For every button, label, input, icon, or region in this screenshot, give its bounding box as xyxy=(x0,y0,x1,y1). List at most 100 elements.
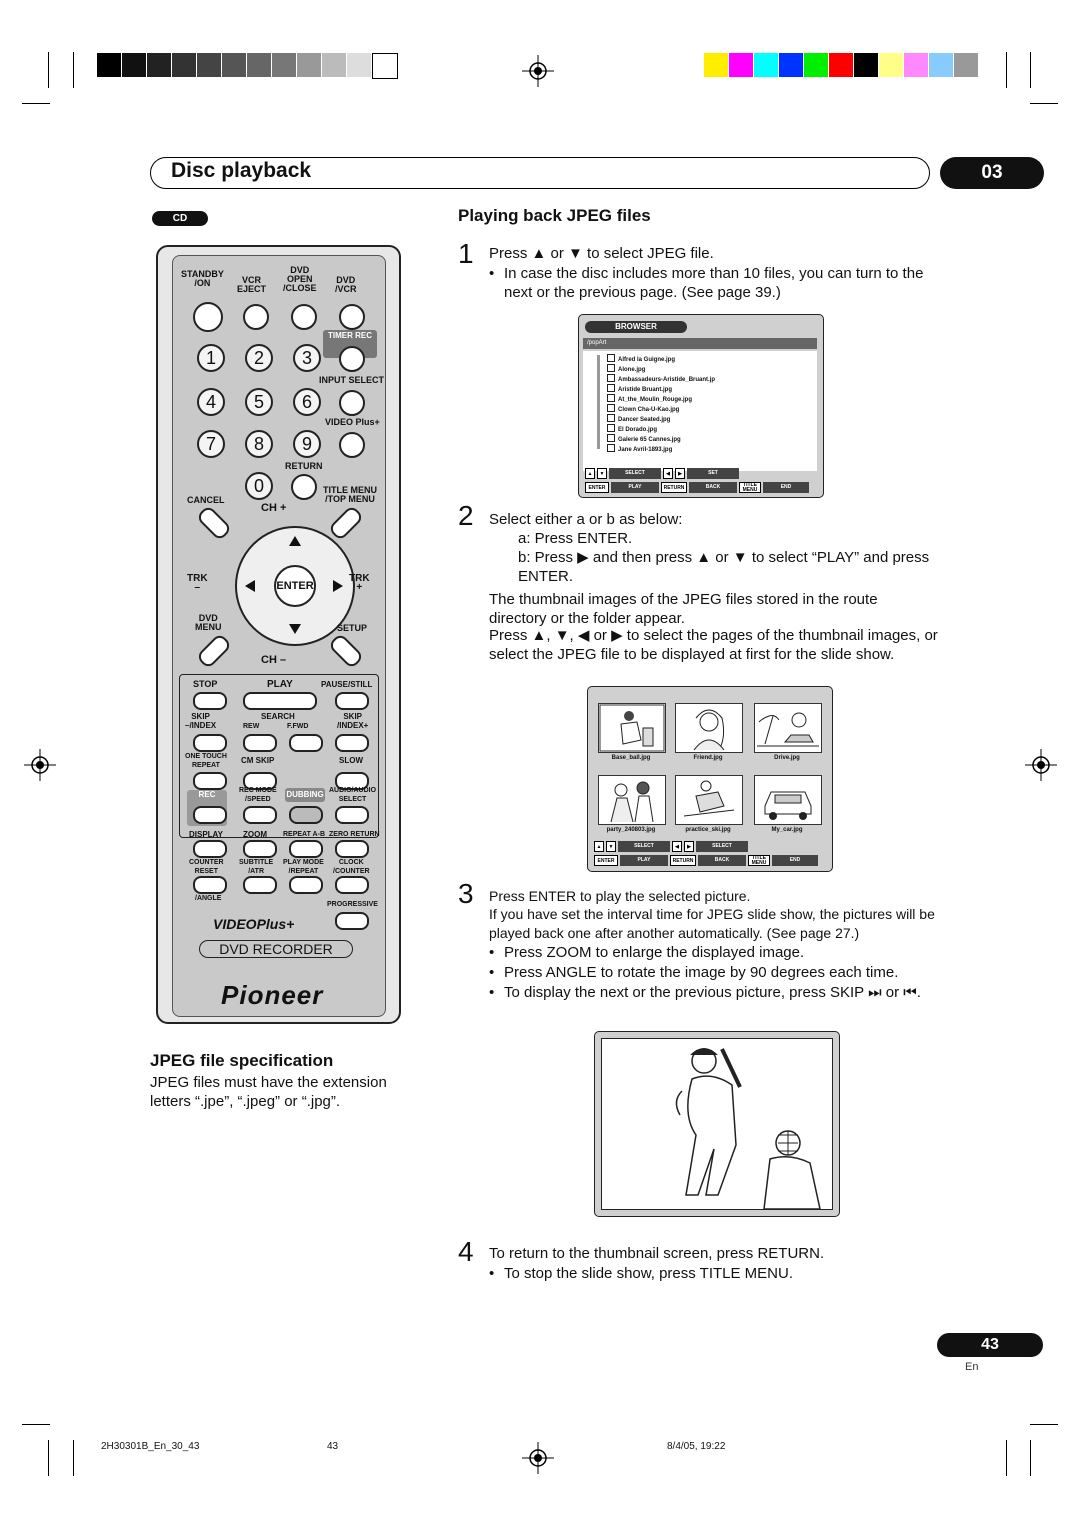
dvd-vcr-label: DVD /VCR xyxy=(335,275,357,294)
subtitle-button[interactable] xyxy=(243,876,277,894)
ffwd-label: F.FWD xyxy=(287,723,309,730)
dvd-vcr-button[interactable] xyxy=(339,304,365,330)
input-select-button[interactable] xyxy=(339,390,365,416)
file-item[interactable]: El Dorado.jpg xyxy=(607,424,657,433)
up-arrow-button[interactable] xyxy=(289,536,301,546)
number-9-button[interactable]: 9 xyxy=(293,430,321,458)
thumbnail-controls-row2: ENTER PLAY RETURN BACK TITLE MENU END xyxy=(594,855,818,866)
number-0-button[interactable]: 0 xyxy=(245,472,273,500)
file-item[interactable]: Galerie 65 Cannes.jpg xyxy=(607,434,681,443)
title-menu-button[interactable] xyxy=(327,504,365,542)
left-icon: ◀ xyxy=(663,468,673,479)
setup-button[interactable] xyxy=(327,632,365,670)
dubbing-button[interactable] xyxy=(289,806,323,824)
play-key: PLAY xyxy=(620,855,668,866)
number-3-button[interactable]: 3 xyxy=(293,344,321,372)
crop-mark xyxy=(73,1440,74,1476)
skip-minus-label: SKIP –/INDEX xyxy=(185,712,217,730)
display-button[interactable] xyxy=(193,840,227,858)
stop-button[interactable] xyxy=(193,692,227,710)
audio-select-button[interactable] xyxy=(335,806,369,824)
bullet: • xyxy=(489,265,495,282)
rec-button[interactable] xyxy=(193,806,227,824)
crosshair-icon xyxy=(522,55,554,87)
dvd-open-button[interactable] xyxy=(291,304,317,330)
left-arrow-button[interactable] xyxy=(245,580,255,592)
zero-return-label: ZERO RETURN xyxy=(329,831,380,838)
cm-skip-label: CM SKIP xyxy=(241,756,275,765)
one-touch-label: ONE TOUCH REPEAT xyxy=(185,753,227,769)
right-arrow-button[interactable] xyxy=(333,580,343,592)
zero-return-button[interactable] xyxy=(335,840,369,858)
file-item[interactable]: Aristide Bruant.jpg xyxy=(607,384,672,393)
repeat-ab-button[interactable] xyxy=(289,840,323,858)
title-menu-key: TITLE MENU xyxy=(739,482,761,493)
file-item[interactable]: Clown Cha-U-Kao.jpg xyxy=(607,404,679,413)
return-button[interactable] xyxy=(291,474,317,500)
down-arrow-button[interactable] xyxy=(289,624,301,634)
file-item[interactable]: At_the_Moulin_Rouge.jpg xyxy=(607,394,692,403)
scrollbar[interactable] xyxy=(597,355,600,449)
rec-mode-button[interactable] xyxy=(243,806,277,824)
number-7-button[interactable]: 7 xyxy=(197,430,225,458)
step2-option-b: b: Press ▶ and then press ▲ or ▼ to sele… xyxy=(518,549,930,585)
play-mode-button[interactable] xyxy=(289,876,323,894)
one-touch-repeat-button[interactable] xyxy=(193,772,227,790)
vcr-eject-button[interactable] xyxy=(243,304,269,330)
skip-forward-button[interactable] xyxy=(335,734,369,752)
file-item[interactable]: Jane Avril-1893.jpg xyxy=(607,444,672,453)
crosshair-icon xyxy=(24,749,56,781)
select-key: SELECT xyxy=(618,841,670,852)
number-2-button[interactable]: 2 xyxy=(245,344,273,372)
direction-pad: ENTER xyxy=(235,526,355,646)
pause-button[interactable] xyxy=(335,692,369,710)
cd-badge: CD xyxy=(152,211,208,226)
cancel-button[interactable] xyxy=(195,504,233,542)
file-item[interactable]: Dancer Seated.jpg xyxy=(607,414,670,423)
end-key: END xyxy=(772,855,818,866)
browser-controls-row2: ENTER PLAY RETURN BACK TITLE MENU END xyxy=(585,482,809,493)
thumbnail-my-car[interactable] xyxy=(754,775,822,825)
power-button[interactable] xyxy=(193,302,223,332)
page-number: 43 xyxy=(937,1333,1043,1357)
video-plus-button[interactable] xyxy=(339,432,365,458)
step-number: 4 xyxy=(458,1236,474,1267)
number-5-button[interactable]: 5 xyxy=(245,388,273,416)
zoom-button[interactable] xyxy=(243,840,277,858)
progressive-label: PROGRESSIVE xyxy=(327,901,378,908)
number-8-button[interactable]: 8 xyxy=(245,430,273,458)
counter-reset-button[interactable] xyxy=(193,876,227,894)
thumbnail-friend[interactable] xyxy=(675,703,743,753)
jpeg-spec-heading: JPEG file specification xyxy=(150,1051,334,1070)
crop-mark xyxy=(1006,1440,1007,1476)
step-number: 2 xyxy=(458,500,474,531)
thumbnail-baseball[interactable] xyxy=(598,703,666,753)
thumbnail-party[interactable] xyxy=(598,775,666,825)
rewind-button[interactable] xyxy=(243,734,277,752)
left-icon: ◀ xyxy=(672,841,682,852)
jpeg-spec-text: JPEG files must have the extension lette… xyxy=(150,1074,387,1110)
return-label: RETURN xyxy=(285,461,323,471)
thumbnail-practice-ski[interactable] xyxy=(675,775,743,825)
timer-rec-button[interactable] xyxy=(339,346,365,372)
stop-label: STOP xyxy=(193,679,218,689)
enter-button[interactable]: ENTER xyxy=(274,565,316,607)
cm-skip-button[interactable] xyxy=(243,772,277,790)
clock-counter-button[interactable] xyxy=(335,876,369,894)
dvd-menu-button[interactable] xyxy=(195,632,233,670)
slow-button[interactable] xyxy=(335,772,369,790)
thumbnail-drive[interactable] xyxy=(754,703,822,753)
progressive-button[interactable] xyxy=(335,912,369,930)
file-item[interactable]: Alfred la Guigne.jpg xyxy=(607,354,675,363)
number-4-button[interactable]: 4 xyxy=(197,388,225,416)
fast-forward-button[interactable] xyxy=(289,734,323,752)
skip-back-button[interactable] xyxy=(193,734,227,752)
file-item[interactable]: Alone.jpg xyxy=(607,364,645,373)
thumbnail-label: Base_ball.jpg xyxy=(611,755,651,761)
bullet: • xyxy=(489,984,495,1001)
number-1-button[interactable]: 1 xyxy=(197,344,225,372)
step1-bullet: In case the disc includes more than 10 f… xyxy=(504,265,924,301)
play-button[interactable] xyxy=(243,692,317,710)
number-6-button[interactable]: 6 xyxy=(293,388,321,416)
file-item[interactable]: Ambassadeurs-Aristide_Bruant.jp xyxy=(607,374,715,383)
